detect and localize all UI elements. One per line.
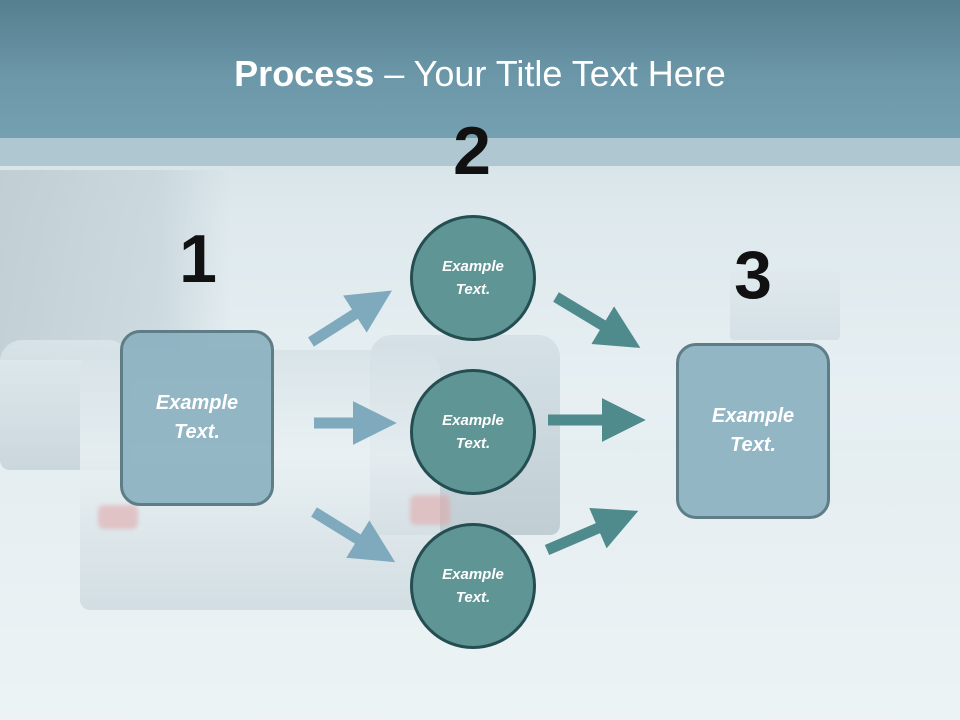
slide-title: Process – Your Title Text Here <box>0 52 960 96</box>
step-2-circle-top: Example Text. <box>410 215 536 341</box>
step-number-2: 2 <box>453 113 491 189</box>
step-number-3: 3 <box>734 237 772 313</box>
step-2-label-bottom: Example Text. <box>442 566 504 606</box>
step-2-label-middle: Example Text. <box>442 412 504 452</box>
step-3-label: Example Text. <box>711 405 795 456</box>
step-1-label: Example Text. <box>155 392 239 443</box>
step-number-1: 1 <box>179 221 217 297</box>
title-bold: Process <box>234 53 375 94</box>
arrow-2-to-3-top <box>553 292 641 348</box>
title-band <box>0 0 960 138</box>
step-3-box: Example Text. <box>676 343 830 519</box>
title-accent-strip <box>0 138 960 166</box>
step-2-circle-bottom: Example Text. <box>410 523 536 649</box>
arrow-1-to-2-top <box>308 290 392 347</box>
step-2-circle-middle: Example Text. <box>410 369 536 495</box>
step-1-box: Example Text. <box>120 330 274 506</box>
title-rest: – Your Title Text Here <box>374 53 726 94</box>
step-2-label-top: Example Text. <box>442 258 504 298</box>
arrow-1-to-2-bottom <box>311 507 396 563</box>
arrow-2-to-3-bottom <box>544 507 639 556</box>
